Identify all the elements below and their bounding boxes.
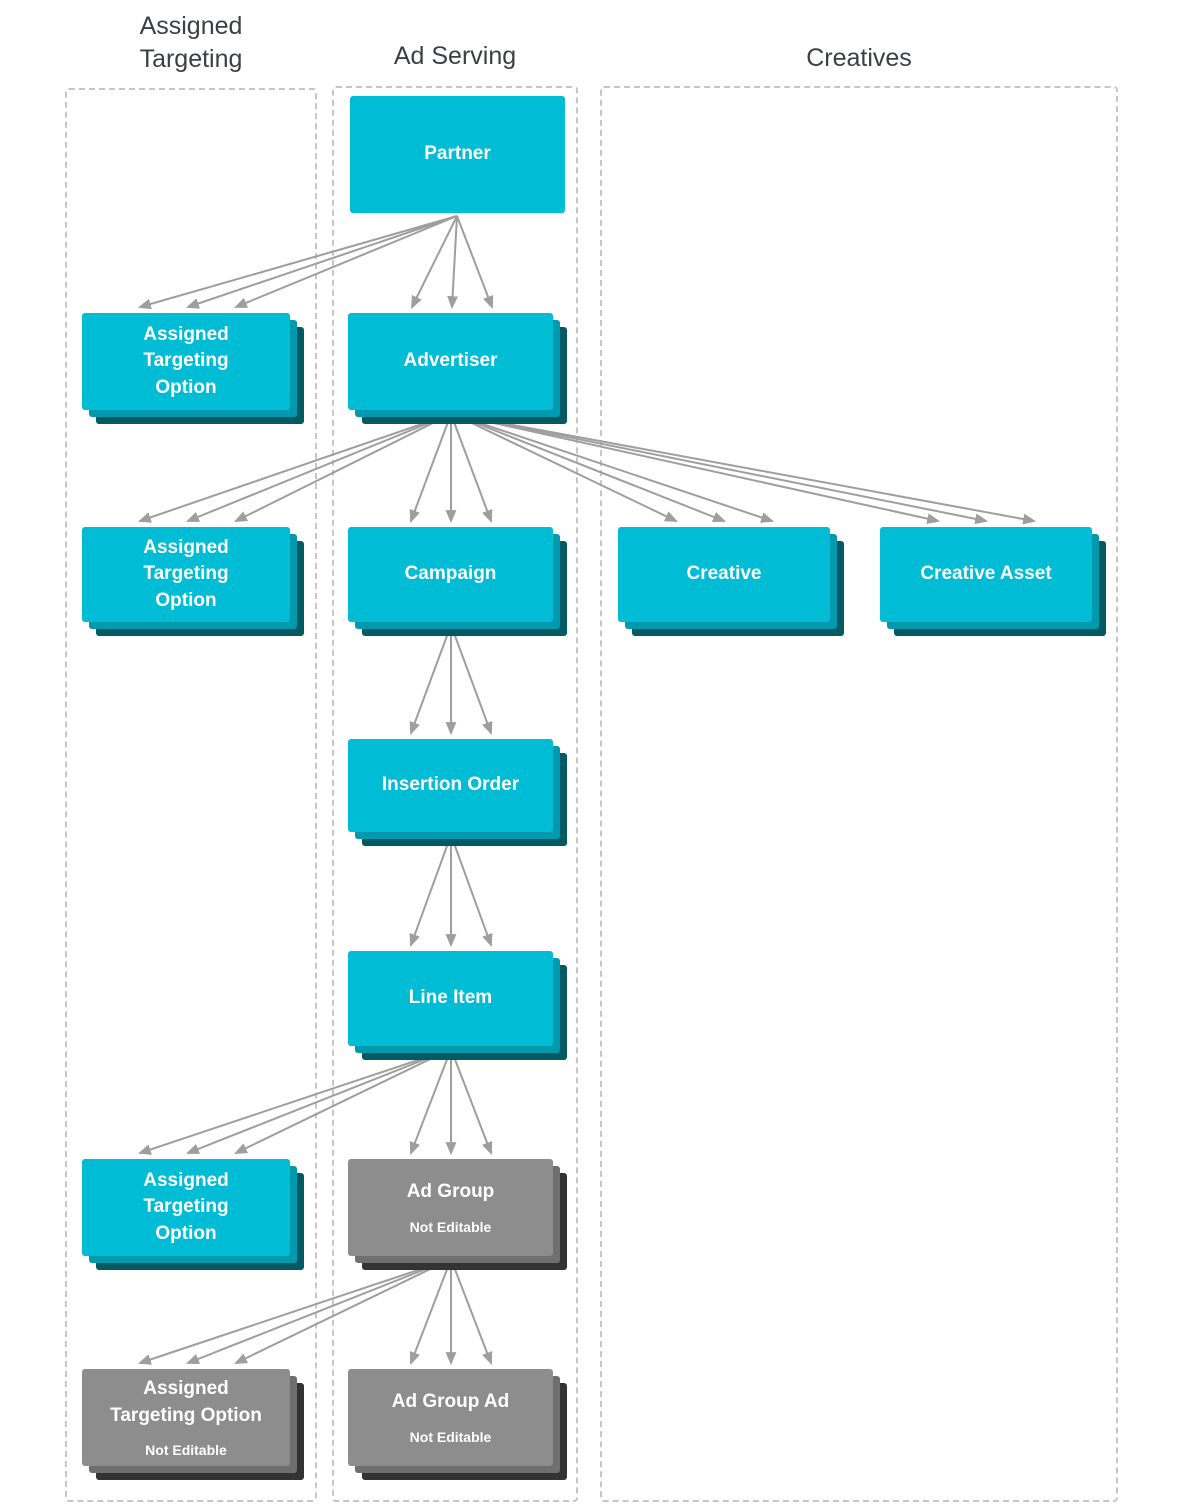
column-title-assigned-targeting: Assigned Targeting (139, 12, 243, 73)
column-assigned-targeting (65, 88, 317, 1502)
node-assigned-targeting-option-4: Assigned Targeting Option Not Editable (82, 1369, 290, 1466)
node-ad-group-ad-label: Ad Group Ad (391, 1391, 510, 1413)
node-ad-group: Ad Group Not Editable (348, 1159, 553, 1256)
node-assigned-targeting-option-2-label: Assigned Targeting Option (143, 536, 229, 611)
node-ad-group-label: Ad Group (406, 1181, 495, 1203)
column-title-creatives: Creatives (806, 44, 912, 72)
node-creative-label: Creative (686, 563, 762, 585)
node-line-item: Line Item (348, 951, 553, 1046)
node-assigned-targeting-option-3-label: Assigned Targeting Option (143, 1169, 229, 1244)
column-creatives (600, 86, 1118, 1502)
node-creative-asset: Creative Asset (880, 527, 1092, 622)
node-assigned-targeting-option-2: Assigned Targeting Option (82, 527, 290, 622)
node-assigned-targeting-option-1-label: Assigned Targeting Option (143, 323, 229, 398)
column-title-ad-serving: Ad Serving (393, 42, 517, 70)
node-campaign-label: Campaign (404, 563, 497, 585)
node-ad-group-ad-sublabel: Not Editable (409, 1428, 492, 1445)
node-partner: Partner (350, 96, 565, 213)
node-partner-label: Partner (424, 143, 491, 165)
node-line-item-label: Line Item (408, 987, 493, 1009)
column-ad-serving (332, 86, 578, 1502)
node-assigned-targeting-option-4-label: Assigned Targeting Option (110, 1378, 262, 1426)
node-advertiser: Advertiser (348, 313, 553, 410)
node-assigned-targeting-option-3: Assigned Targeting Option (82, 1159, 290, 1256)
node-assigned-targeting-option-4-sublabel: Not Editable (145, 1442, 227, 1459)
node-ad-group-sublabel: Not Editable (409, 1218, 492, 1235)
node-insertion-order-label: Insertion Order (381, 774, 520, 796)
node-insertion-order: Insertion Order (348, 739, 553, 832)
node-creative-asset-label: Creative Asset (920, 563, 1052, 585)
node-ad-group-ad: Ad Group Ad Not Editable (348, 1369, 553, 1466)
node-creative: Creative (618, 527, 830, 622)
node-assigned-targeting-option-1: Assigned Targeting Option (82, 313, 290, 410)
node-advertiser-label: Advertiser (403, 350, 498, 372)
node-campaign: Campaign (348, 527, 553, 622)
